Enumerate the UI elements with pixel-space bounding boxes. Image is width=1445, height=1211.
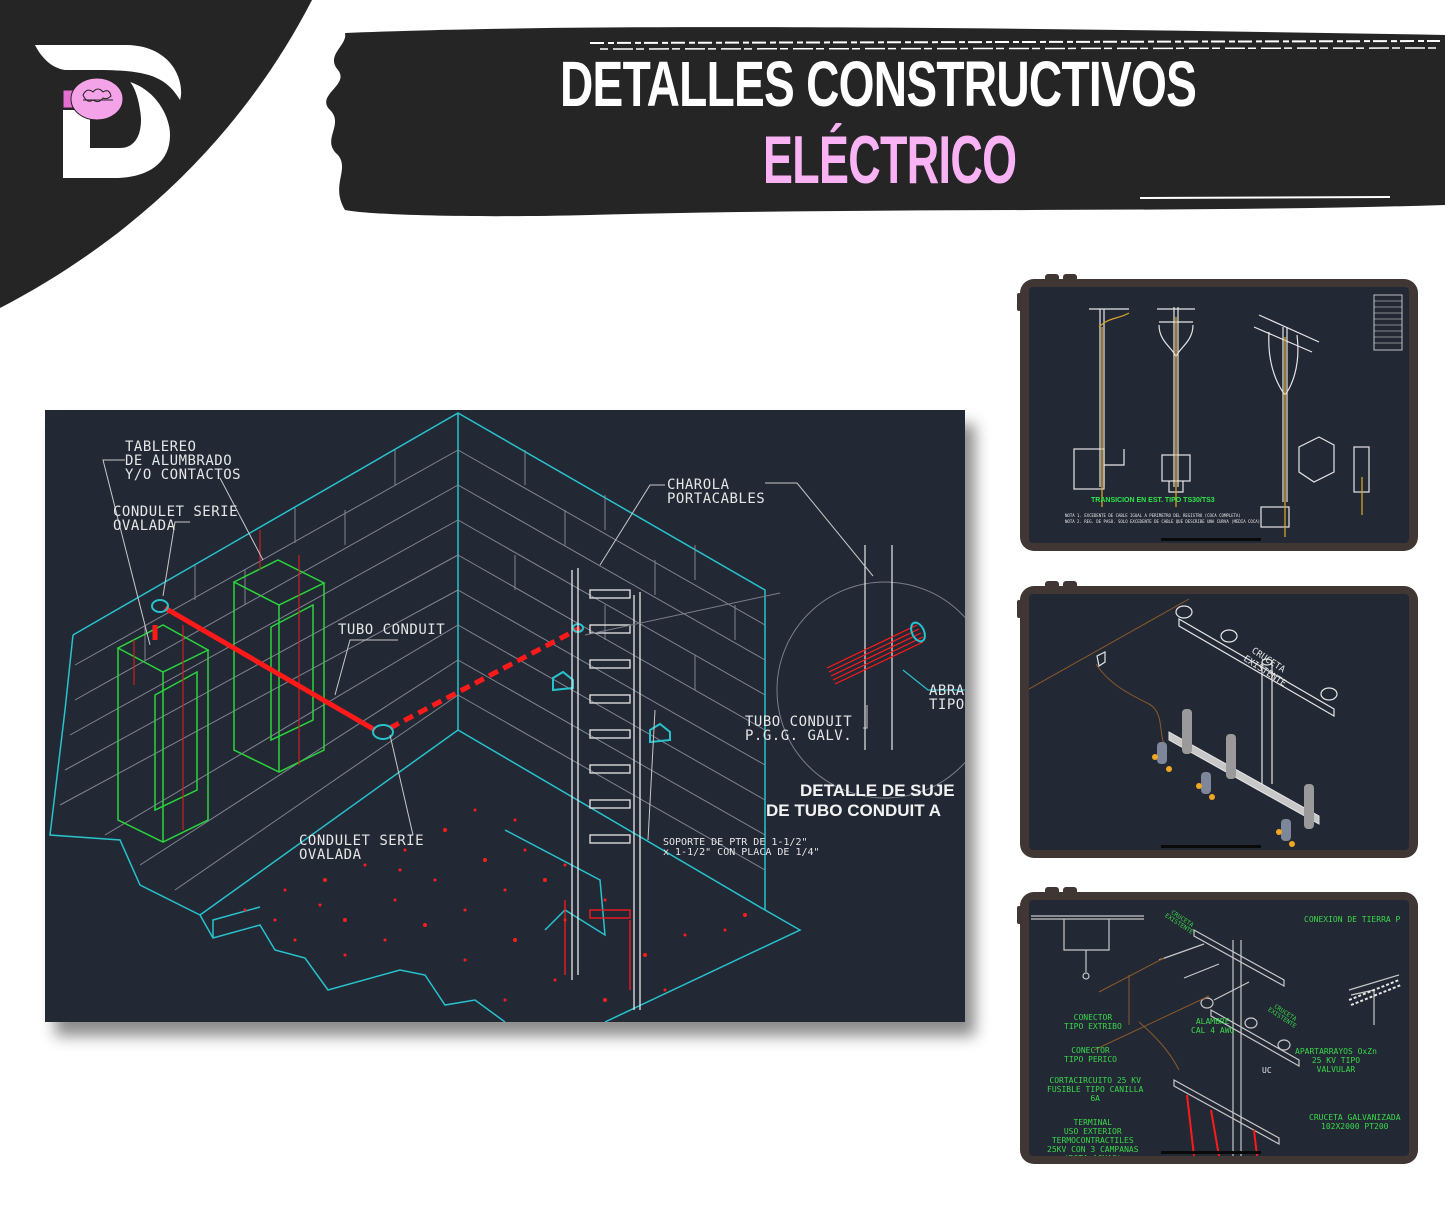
label-charola-portacables: CHAROLA PORTACABLES [667, 477, 766, 507]
tablet-preview-conexion-tierra: CONEXION DE TIERRA P CRUCETA EXISTENTE C… [1017, 887, 1418, 1164]
concrete-floor-pattern [243, 808, 747, 1002]
transition-caption: TRANSICION EN EST. TIPO TS30/TS3 [1091, 497, 1215, 504]
title-banner-brush [326, 27, 1445, 217]
detail-title-line1: DETALLE DE SUJE [800, 781, 955, 800]
tablet-screen: TRANSICION EN EST. TIPO TS30/TS3 NOTA 1.… [1029, 287, 1409, 543]
transition-note-2: NOTA 2. REG. DE PASO. SOLO EXCEDENTE DE … [1065, 519, 1261, 524]
label-tubo-conduit-galv: TUBO CONDUIT P.G.G. GALV. [745, 714, 853, 744]
brand-logo-icon [35, 45, 182, 178]
detail-callout-circle [776, 581, 965, 799]
transition-note-1: NOTA 1. EXCEDENTE DE CABLE IGUAL A PERIM… [1065, 513, 1241, 518]
tablet-side-button [1017, 906, 1021, 924]
tablet-preview-transicion: TRANSICION EN EST. TIPO TS30/TS3 NOTA 1.… [1017, 274, 1418, 551]
tablet-screen: CONEXION DE TIERRA P CRUCETA EXISTENTE C… [1029, 900, 1409, 1156]
condulet-fittings [151, 599, 671, 744]
label-tubo-conduit: TUBO CONDUIT [338, 622, 446, 638]
tablet-side-button [1017, 600, 1021, 618]
tablet-home-bar [1161, 538, 1261, 541]
label-condulet-top: CONDULET SERIE OVALADA [113, 504, 239, 534]
detail-title-line2: DE TUBO CONDUIT A [766, 801, 942, 820]
page-subtitle: ELÉCTRICO [763, 122, 1017, 198]
label-cruceta-galvanizada: CRUCETA GALVANIZADA 102X2000 PT200 [1309, 1113, 1401, 1131]
conduit-detail-section [826, 624, 924, 685]
conduit-pipe-dashed [388, 625, 582, 731]
tablet-button [1045, 887, 1059, 894]
label-conector-perico: CONECTOR TIPO PERICO [1064, 1046, 1117, 1064]
tablet-button [1063, 274, 1077, 281]
tablet-button [1045, 274, 1059, 281]
label-uc: UC [1262, 1066, 1272, 1075]
label-alambre: ALAMBRE CAL 4 AWG [1191, 1017, 1235, 1035]
label-soporte-ptr: SOPORTE DE PTR DE 1-1/2" x 1-1/2" CON PL… [663, 837, 820, 858]
utility-pole-transition-drawing [1073, 294, 1403, 537]
tablet-button [1045, 581, 1059, 588]
conduit-pipe [163, 605, 377, 733]
cable-ladder-tray [571, 568, 641, 1010]
page-title: DETALLES CONSTRUCTIVOS [560, 48, 1197, 120]
label-tablero: TABLEREO DE ALUMBRADO Y/O CONTACTOS [125, 439, 242, 483]
label-apartarrayos: APARTARRAYOS OxZn 25 KV TIPO VALVULAR [1295, 1047, 1377, 1074]
tablet-home-bar [1161, 845, 1261, 848]
tablet-preview-cruceta: CRUCETA EXISTENTE [1017, 581, 1418, 858]
electrical-panel-boxes [116, 559, 326, 843]
label-conexion-tierra: CONEXION DE TIERRA P [1304, 915, 1401, 924]
label-terminal: TERMINAL USO EXTERIOR TERMOCONTRACTILES … [1047, 1118, 1139, 1156]
label-conector-extribo: CONECTOR TIPO EXTRIBO [1064, 1013, 1122, 1031]
tablet-button [1063, 887, 1077, 894]
tablet-side-button [1017, 293, 1021, 311]
label-abrazadera: ABRA TIPO [929, 683, 965, 713]
label-leader-lines [102, 459, 874, 841]
tablet-button [1063, 581, 1077, 588]
main-cad-drawing: TABLEREO DE ALUMBRADO Y/O CONTACTOS COND… [45, 410, 965, 1022]
ground-connection-drawing [1031, 915, 1402, 1156]
crossarm-cutout-drawing: CRUCETA EXISTENTE [1029, 598, 1338, 847]
label-cortacircuito: CORTACIRCUITO 25 KV FUSIBLE TIPO CANILLA… [1047, 1076, 1144, 1103]
tablet-screen: CRUCETA EXISTENTE [1029, 594, 1409, 850]
isometric-wall-drawing [49, 412, 965, 1022]
tablet-home-bar [1161, 1151, 1261, 1154]
label-condulet-bottom: CONDULET SERIE OVALADA [299, 833, 425, 863]
lightbulb-brain-icon [62, 77, 124, 121]
